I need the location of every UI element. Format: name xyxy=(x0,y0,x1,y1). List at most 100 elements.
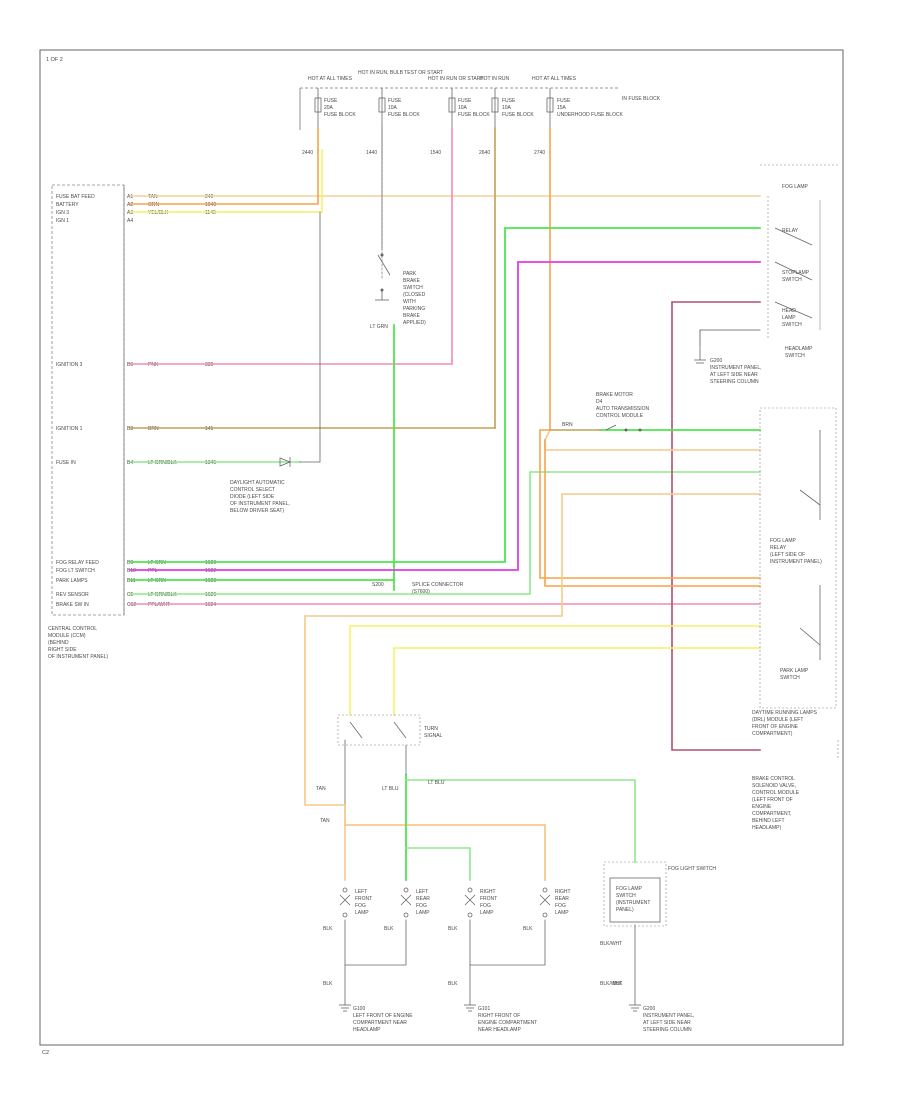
svg-text:HOT IN RUN OR START: HOT IN RUN OR START xyxy=(428,76,483,82)
svg-text:CENTRAL CONTROL: CENTRAL CONTROL xyxy=(48,626,97,632)
park-brake-switch: PARK BRAKE SWITCH (CLOSED WITH PARKING B… xyxy=(375,253,426,326)
svg-text:MODULE (CCM): MODULE (CCM) xyxy=(48,633,86,639)
svg-text:SWITCH: SWITCH xyxy=(782,277,802,283)
pin-wire-color: LT GRN xyxy=(148,578,166,584)
pin-circuit: 1620 xyxy=(205,560,216,566)
svg-text:2740: 2740 xyxy=(534,150,545,156)
ground-desc: ENGINE COMPARTMENT xyxy=(478,1020,537,1026)
ground-name: G200 xyxy=(643,1006,655,1012)
lamp-label: LAMP xyxy=(355,910,369,916)
pin-label: IGN 1 xyxy=(56,218,69,224)
fuse-2: HOT IN RUN, BULB TEST OR START FUSE 10A … xyxy=(358,70,443,128)
lamp-label: RIGHT xyxy=(555,889,571,895)
svg-text:FOG LAMP: FOG LAMP xyxy=(616,886,643,892)
pin-wire-color: LT GRN xyxy=(148,560,166,566)
wire-layer xyxy=(129,127,761,1006)
svg-text:FOG LAMP: FOG LAMP xyxy=(782,184,809,190)
svg-text:DAYLIGHT AUTOMATIC: DAYLIGHT AUTOMATIC xyxy=(230,480,285,486)
svg-text:LAMP: LAMP xyxy=(782,315,796,321)
ground-wire: BLK xyxy=(448,981,458,987)
svg-text:SOLENOID VALVE,: SOLENOID VALVE, xyxy=(752,783,796,789)
pin-label: IGNITION 1 xyxy=(56,426,83,432)
wire-peach-leftlamp xyxy=(344,804,546,881)
svg-text:AUTO TRANSMISSION: AUTO TRANSMISSION xyxy=(596,406,650,412)
lower-lamps: LEFTFRONTFOGLAMPBLKLEFTREARFOGLAMPBLKRIG… xyxy=(323,887,571,932)
svg-text:BRN: BRN xyxy=(562,422,573,428)
svg-text:20A: 20A xyxy=(324,105,334,111)
svg-text:RIGHT SIDE: RIGHT SIDE xyxy=(48,647,77,653)
svg-text:SWITCH: SWITCH xyxy=(403,285,423,291)
svg-text:LT BLU: LT BLU xyxy=(428,780,445,786)
svg-text:1440: 1440 xyxy=(366,150,377,156)
svg-text:HOT IN RUN, BULB TEST OR START: HOT IN RUN, BULB TEST OR START xyxy=(358,70,443,76)
lamp-label: LEFT xyxy=(416,889,428,895)
pin-id: C12 xyxy=(127,602,136,608)
svg-text:TURN: TURN xyxy=(424,726,438,732)
lamp-label: RIGHT xyxy=(480,889,496,895)
pin-wire-color: YEL/BLK xyxy=(148,210,169,216)
corner-label: 1 OF 2 xyxy=(46,57,63,63)
pin-label: FUSE IN xyxy=(56,460,76,466)
wire-yellow-lower1 xyxy=(349,625,761,716)
lamp-label: REAR xyxy=(555,896,569,902)
svg-text:BRAKE: BRAKE xyxy=(403,278,421,284)
pin-label: FUSE BAT FEED xyxy=(56,194,95,200)
svg-text:FUSE: FUSE xyxy=(458,98,472,104)
lamp-ground-wire: BLK xyxy=(323,926,333,932)
svg-text:COMPARTMENT): COMPARTMENT) xyxy=(752,731,793,737)
svg-text:FUSE: FUSE xyxy=(502,98,516,104)
pin-label: IGNITION 3 xyxy=(56,362,83,368)
ground-desc: NEAR HEADLAMP xyxy=(478,1027,521,1033)
ground-desc: AT LEFT SIDE NEAR xyxy=(643,1020,691,1026)
svg-text:INSTRUMENT PANEL,: INSTRUMENT PANEL, xyxy=(710,365,762,371)
pin-wire-color: LT GRN/BLK xyxy=(148,460,177,466)
central-control-module: CENTRAL CONTROL MODULE (CCM) (BEHIND RIG… xyxy=(48,184,216,660)
pin-circuit: 1040 xyxy=(205,202,216,208)
svg-text:FUSE: FUSE xyxy=(388,98,402,104)
svg-text:(DRL) MODULE (LEFT: (DRL) MODULE (LEFT xyxy=(752,717,803,723)
pin-id: B8 xyxy=(127,426,133,432)
wire-tan-lower xyxy=(304,493,761,806)
pin-label: FOG LT SWITCH xyxy=(56,568,95,574)
turn-signal-relay: TURN SIGNAL TAN LT BLU LT BLU TAN xyxy=(316,714,445,824)
svg-text:2640: 2640 xyxy=(479,150,490,156)
diagram-frame xyxy=(39,49,844,1046)
pin-circuit: 339 xyxy=(205,362,214,368)
svg-text:D4: D4 xyxy=(596,399,603,405)
svg-text:SPLICE CONNECTOR: SPLICE CONNECTOR xyxy=(412,582,464,588)
ground-desc: HEADLAMP xyxy=(353,1027,381,1033)
pin-label: REV SENSOR xyxy=(56,592,89,598)
svg-text:FUSE: FUSE xyxy=(557,98,571,104)
daylight-diode: DAYLIGHT AUTOMATIC CONTROL SELECT DIODE … xyxy=(230,457,292,514)
svg-text:SWITCH: SWITCH xyxy=(782,322,802,328)
svg-text:(S7600): (S7600) xyxy=(412,589,430,595)
pin-circuit: 1622 xyxy=(205,568,216,574)
pin-label: BRAKE SW IN xyxy=(56,602,89,608)
svg-text:CONTROL MODULE: CONTROL MODULE xyxy=(752,790,800,796)
svg-text:10A: 10A xyxy=(388,105,398,111)
ground-desc: RIGHT FRONT OF xyxy=(478,1013,520,1019)
svg-text:(INSTRUMENT: (INSTRUMENT xyxy=(616,900,650,906)
svg-text:BRAKE MOTOR: BRAKE MOTOR xyxy=(596,392,633,398)
fog-lamp-switch: FOG LIGHT SWITCH FOG LAMP SWITCH (INSTRU… xyxy=(600,861,716,987)
pin-label: PARK LAMPS xyxy=(56,578,88,584)
svg-text:10A: 10A xyxy=(458,105,468,111)
pin-wire-color: LT GRN/BLK xyxy=(148,592,177,598)
lamp-ground-wire: BLK xyxy=(384,926,394,932)
fuse-block-area: HOT AT ALL TIMES FUSE 20A FUSE BLOCK HOT… xyxy=(299,70,661,156)
pin-wire-color: PPL/WHT xyxy=(148,602,170,608)
fuse-4: HOT IN RUN FUSE 10A FUSE BLOCK xyxy=(480,76,534,128)
svg-text:DAYTIME RUNNING LAMPS: DAYTIME RUNNING LAMPS xyxy=(752,710,818,716)
svg-text:FUSE BLOCK: FUSE BLOCK xyxy=(458,112,490,118)
